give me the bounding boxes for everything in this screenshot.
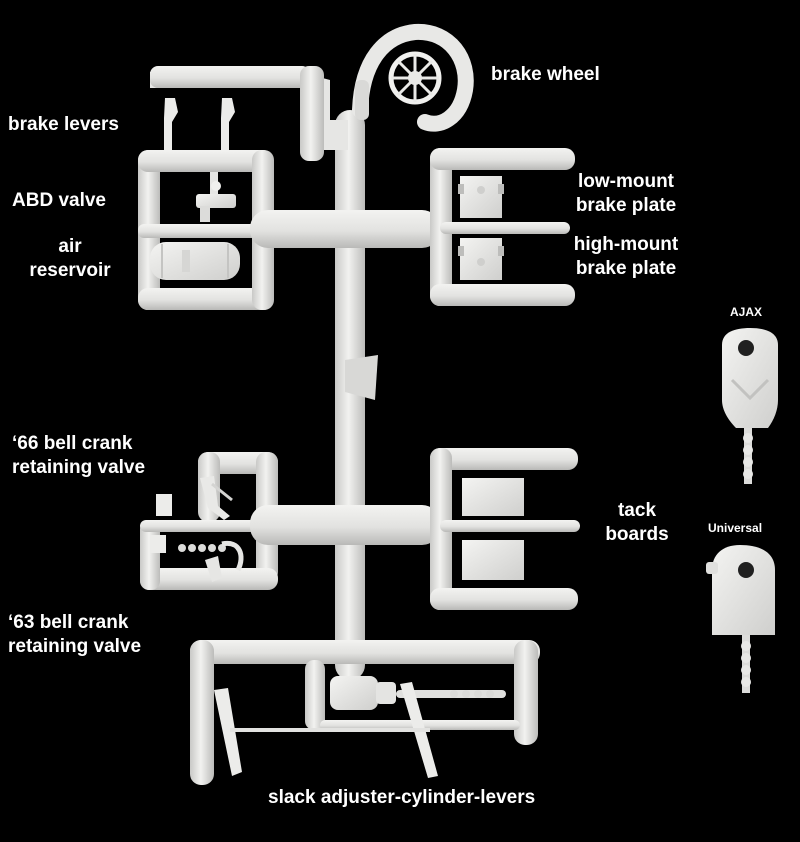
bottom-frame [190, 640, 540, 785]
brake-levers-parts [164, 98, 235, 150]
label-low-mount-line2: brake plate [575, 195, 677, 216]
label-63-bell-crank: ‘63 bell crank retaining valve [8, 611, 141, 659]
label-low-mount-line1: low-mount [577, 171, 675, 192]
label-universal: Universal [708, 521, 763, 535]
label-ajax: AJAX [730, 305, 763, 319]
label-abd-valve: ABD valve [12, 190, 106, 211]
label-brake-levers: brake levers [8, 114, 119, 135]
label-air-reservoir-line1: air [58, 236, 82, 257]
air-reservoir-part [150, 242, 240, 280]
slack-adjuster-cylinder-levers-parts [214, 676, 506, 778]
universal-brake-housing [706, 545, 775, 693]
label-low-mount-brake-plate: low-mount brake plate [556, 170, 696, 218]
label-tack-boards-line2: boards [605, 524, 669, 545]
bell-crank-parts [150, 476, 244, 582]
upper-right-frame [430, 148, 575, 306]
upper-left-frame [138, 150, 440, 310]
label-high-mount-line2: brake plate [575, 258, 677, 279]
label-63-bell-crank-line2: retaining valve [8, 636, 142, 657]
brake-plates-parts [458, 176, 504, 280]
label-air-reservoir: air reservoir [20, 235, 120, 283]
label-brake-wheel: brake wheel [491, 64, 600, 85]
label-tack-boards-line1: tack [617, 500, 657, 521]
label-air-reservoir-line2: reservoir [29, 260, 111, 281]
label-66-bell-crank-line2: retaining valve [12, 457, 146, 478]
brake-wheel-part [352, 23, 474, 132]
label-66-bell-crank-line1: ‘66 bell crank [12, 433, 133, 454]
abd-valve-part [196, 172, 236, 222]
label-high-mount-brake-plate: high-mount brake plate [556, 233, 696, 281]
ajax-brake-housing [722, 328, 778, 484]
label-slack-adjuster: slack adjuster-cylinder-levers [268, 787, 536, 808]
label-66-bell-crank: ‘66 bell crank retaining valve [12, 432, 145, 480]
tack-boards-parts [462, 478, 524, 580]
label-tack-boards: tack boards [592, 499, 682, 547]
lower-right-frame [430, 448, 580, 610]
label-high-mount-line1: high-mount [573, 234, 679, 255]
label-63-bell-crank-line1: ‘63 bell crank [8, 612, 129, 633]
lower-left-frame [140, 452, 440, 590]
